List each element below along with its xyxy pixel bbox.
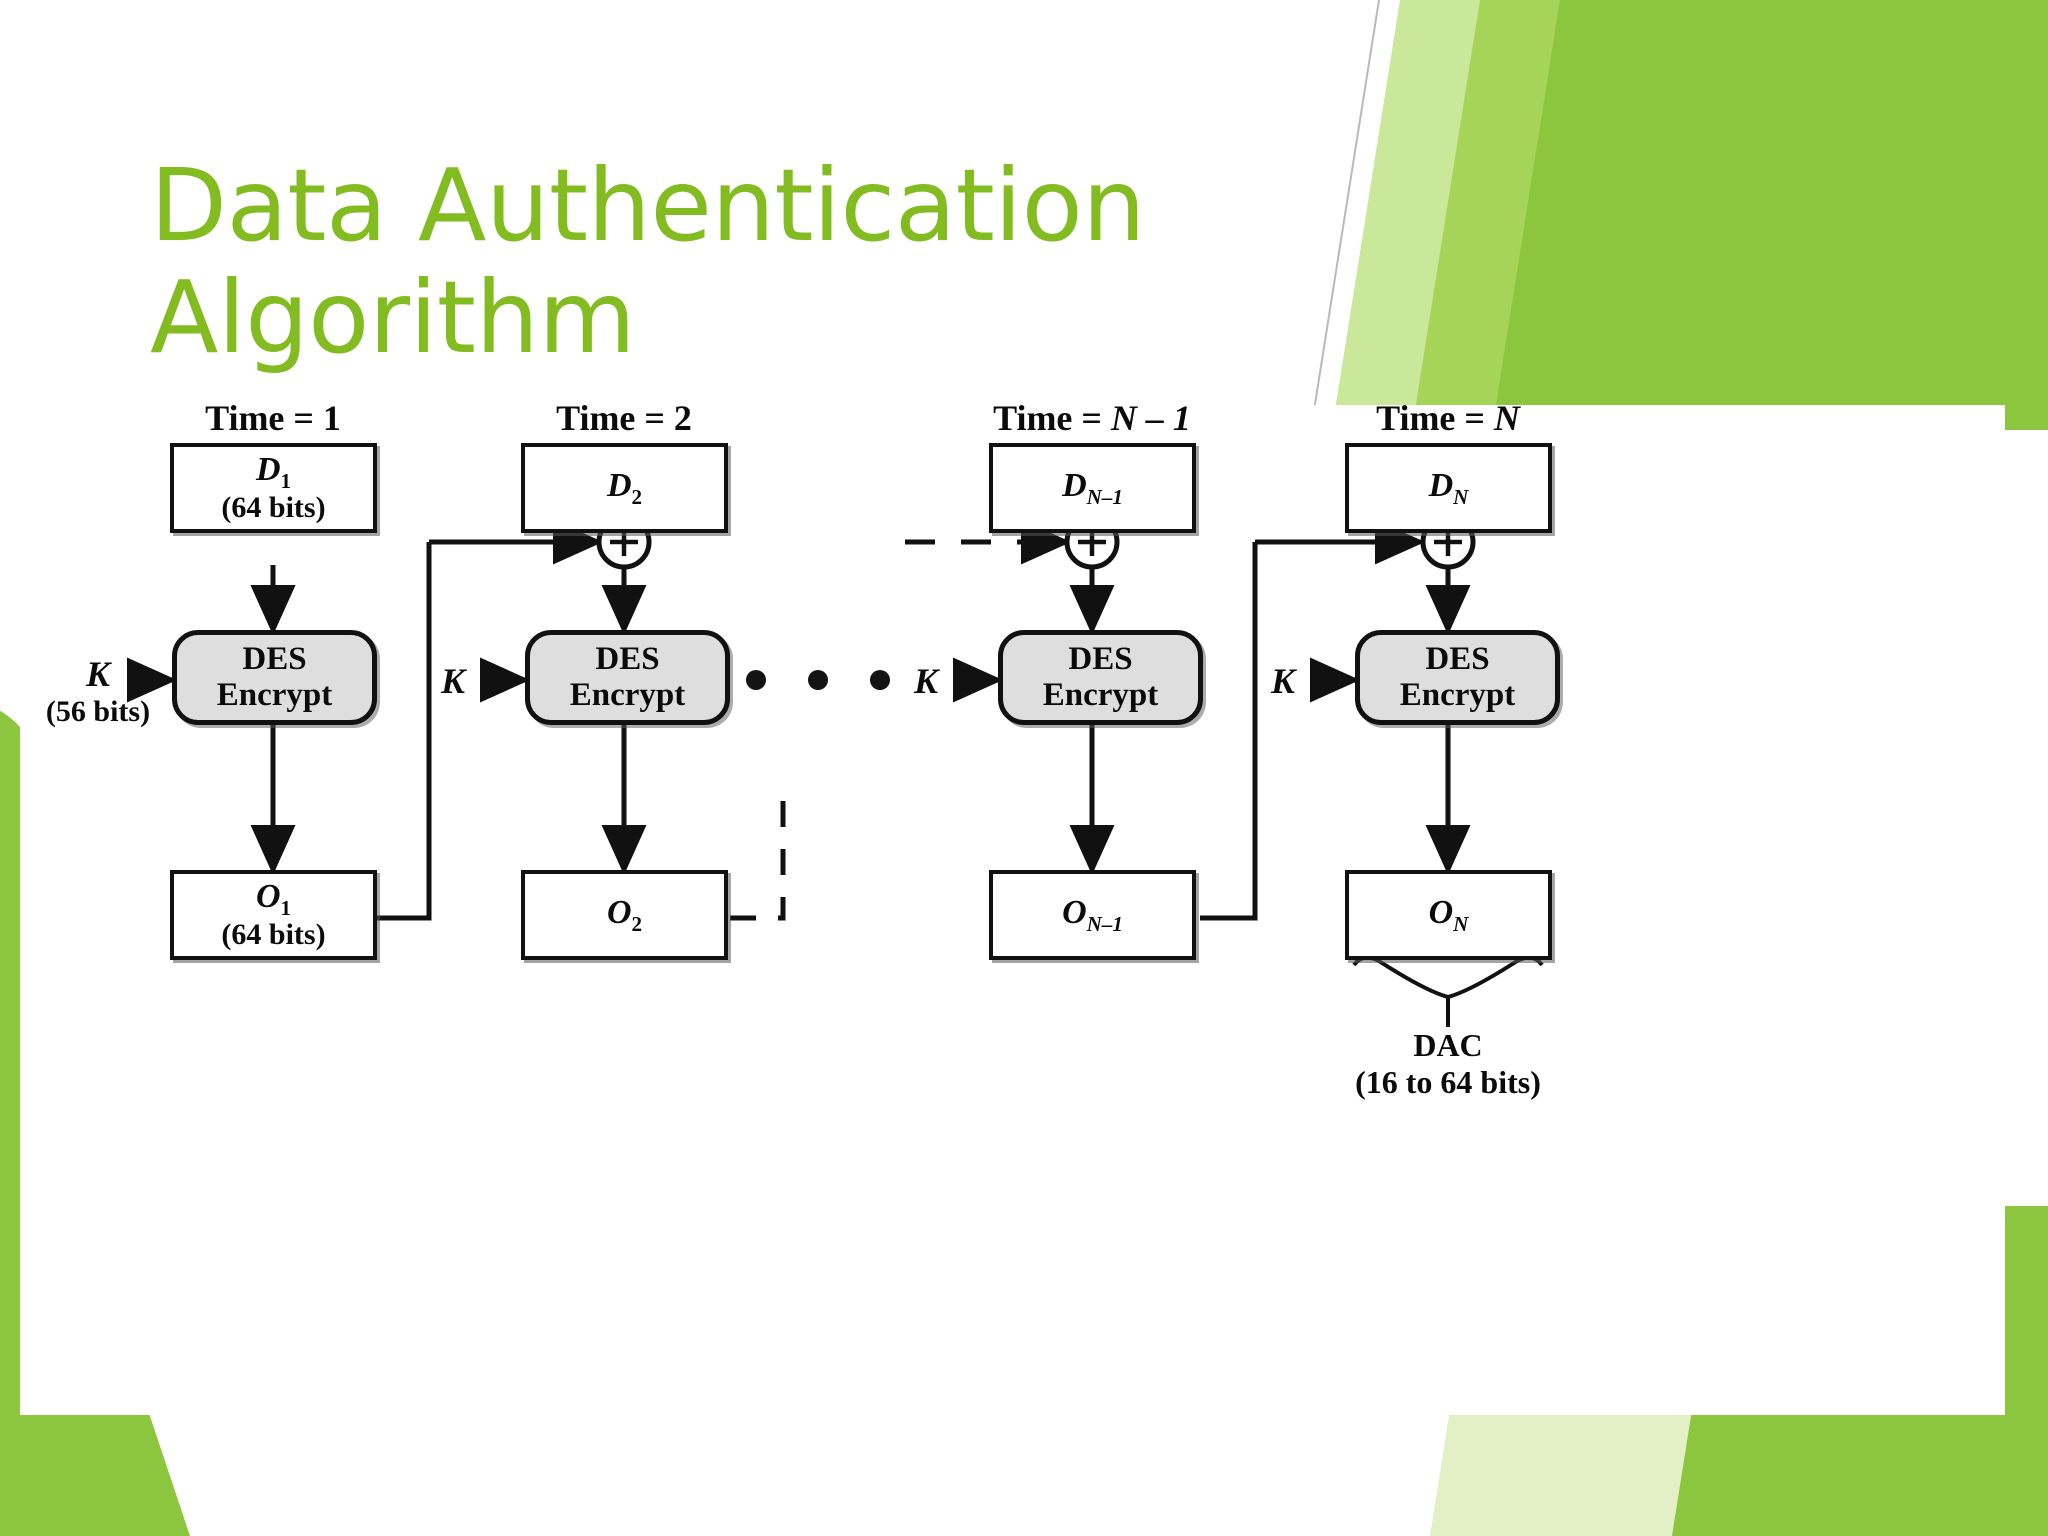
dac-name: DAC	[1413, 1027, 1483, 1063]
des-encrypt-box-2: DES Encrypt	[525, 630, 730, 725]
data-block-bits-1: (64 bits)	[221, 491, 326, 525]
output-block-box-4: ON	[1345, 870, 1552, 960]
ellipsis-dot	[870, 670, 890, 690]
key-label-stage-1: K (56 bits)	[28, 653, 168, 729]
des-encrypt-box-1: DES Encrypt	[172, 630, 377, 725]
data-block-symbol-4: DN	[1428, 467, 1469, 509]
key-symbol-4: K	[1270, 661, 1295, 701]
data-block-symbol-3: DN–1	[1062, 467, 1123, 509]
data-block-box-3: DN–1	[989, 443, 1196, 533]
time-label-stage-4: Time = N	[1376, 398, 1520, 438]
dac-result-label: DAC (16 to 64 bits)	[1288, 1027, 1608, 1101]
des-encrypt-line1-1: DES	[242, 640, 307, 677]
output-block-box-1: O1 (64 bits)	[170, 870, 377, 960]
des-encrypt-line1-4: DES	[1425, 640, 1490, 677]
ellipsis-dot	[746, 670, 766, 690]
key-label-stage-4: K	[1250, 660, 1316, 702]
stage-ellipsis	[746, 670, 890, 690]
data-block-box-1: D1 (64 bits)	[170, 443, 377, 533]
data-block-symbol-1: D1	[255, 450, 292, 493]
key-symbol-2: K	[440, 661, 465, 701]
output-block-box-3: ON–1	[989, 870, 1196, 960]
output-block-symbol-3: ON–1	[1062, 894, 1123, 936]
decor-top-right-dark-band	[1491, 0, 2048, 430]
slide-title-line-1: Data Authentication	[150, 147, 1146, 264]
decor-top-right-light-band	[1331, 0, 1510, 430]
des-encrypt-line1-3: DES	[1068, 640, 1133, 677]
time-label-stage-1: Time = 1	[205, 398, 341, 438]
des-encrypt-line1-2: DES	[595, 640, 660, 677]
slide-title-line-2: Algorithm	[150, 259, 636, 376]
des-encrypt-line2-1: Encrypt	[216, 676, 333, 713]
key-label-stage-3: K	[893, 660, 959, 702]
dac-bits: (16 to 64 bits)	[1355, 1063, 1541, 1100]
data-block-box-2: D2	[521, 443, 728, 533]
ellipsis-dot	[808, 670, 828, 690]
des-encrypt-line2-4: Encrypt	[1399, 676, 1516, 713]
des-encrypt-line2-2: Encrypt	[569, 676, 686, 713]
data-block-symbol-2: D2	[606, 467, 643, 509]
des-encrypt-box-4: DES Encrypt	[1355, 630, 1560, 725]
decor-top-right-mid-band	[1411, 0, 1640, 430]
output-block-box-2: O2	[521, 870, 728, 960]
des-encrypt-box-3: DES Encrypt	[998, 630, 1203, 725]
time-label-stage-3: Time = N – 1	[993, 398, 1191, 438]
key-symbol-1: K	[85, 654, 110, 694]
key-symbol-3: K	[913, 661, 938, 701]
data-block-box-4: DN	[1345, 443, 1552, 533]
figure-panel: Time = 1 D1 (64 bits) K (56 bits) DES En…	[20, 398, 2005, 1415]
output-block-symbol-1: O1	[255, 877, 292, 920]
slide-title: Data Authentication Algorithm	[150, 150, 1330, 374]
des-encrypt-line2-3: Encrypt	[1042, 676, 1159, 713]
key-bits-1: (56 bits)	[45, 695, 151, 728]
key-label-stage-2: K	[420, 660, 486, 702]
time-label-stage-2: Time = 2	[556, 398, 692, 438]
output-block-bits-1: (64 bits)	[221, 918, 326, 952]
output-block-symbol-2: O2	[606, 894, 643, 936]
output-block-symbol-4: ON	[1428, 894, 1469, 936]
